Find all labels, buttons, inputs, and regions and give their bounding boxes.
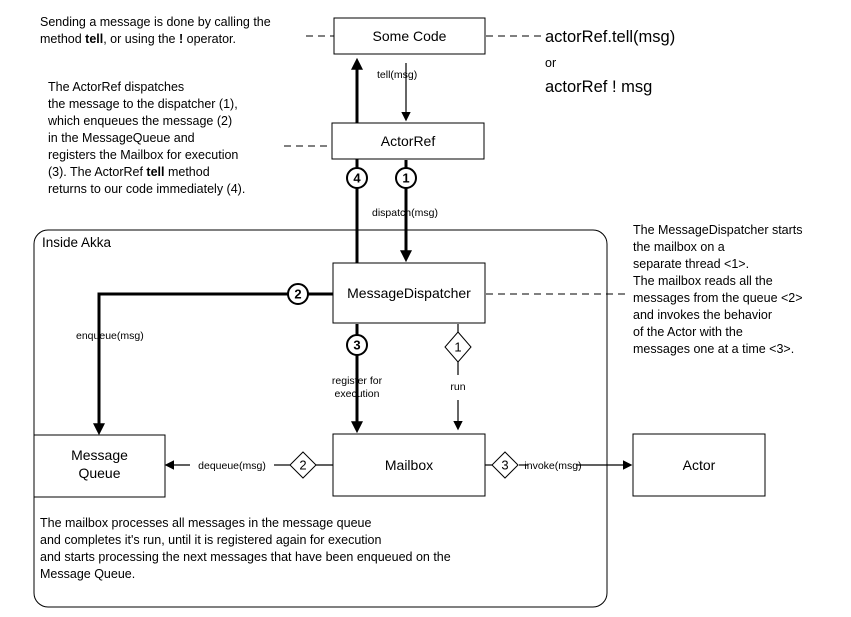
edge-label-invoke: invoke(msg) [524, 460, 581, 472]
edge-label-dispatch: dispatch(msg) [372, 207, 438, 219]
diamond-marker-2: 2 [289, 451, 317, 479]
diamond-marker-3: 3 [491, 451, 519, 479]
note-mailbox: The mailbox processes all messages in th… [40, 516, 451, 581]
svg-text:returns to our code immediatel: returns to our code immediately (4). [48, 182, 245, 196]
svg-text:and starts processing the next: and starts processing the next messages … [40, 550, 451, 564]
arrow-enqueue [93, 292, 333, 436]
svg-text:the mailbox on a: the mailbox on a [633, 240, 725, 254]
svg-text:method tell, or using the ! op: method tell, or using the ! operator. [40, 32, 236, 46]
edge-label-register-line1: register for [332, 375, 383, 387]
some-code-box: Some Code [333, 17, 486, 55]
actor-box: Actor [632, 433, 766, 497]
code-bang: actorRef ! msg [545, 78, 652, 96]
svg-text:which enqueues the message (2): which enqueues the message (2) [47, 114, 232, 128]
svg-text:2: 2 [299, 458, 306, 473]
message-queue-label-line2: Queue [78, 465, 120, 481]
message-queue-label-line1: Message [71, 447, 128, 463]
diamond-marker-1: 1 [444, 331, 472, 363]
edge-label-dequeue: dequeue(msg) [198, 460, 266, 472]
circle-marker-3: 3 [346, 334, 368, 356]
svg-text:(3). The ActorRef tell method: (3). The ActorRef tell method [48, 165, 210, 179]
circle-marker-4: 4 [346, 167, 368, 189]
svg-text:The ActorRef dispatches: The ActorRef dispatches [48, 80, 184, 94]
mailbox-label: Mailbox [385, 457, 433, 473]
some-code-label: Some Code [373, 28, 447, 44]
edge-label-enqueue: enqueue(msg) [76, 330, 144, 342]
svg-text:The mailbox processes all mess: The mailbox processes all messages in th… [40, 516, 371, 530]
message-queue-box: Message Queue [33, 434, 166, 498]
code-tell: actorRef.tell(msg) [545, 28, 675, 46]
svg-text:3: 3 [501, 458, 508, 473]
edge-label-tell: tell(msg) [377, 69, 417, 81]
svg-text:4: 4 [353, 171, 361, 186]
svg-text:the message to the dispatcher: the message to the dispatcher (1), [48, 97, 238, 111]
note-actorref: The ActorRef dispatches the message to t… [47, 80, 245, 196]
svg-text:messages one at a time <3>.: messages one at a time <3>. [633, 342, 794, 356]
actor-ref-box: ActorRef [331, 122, 485, 160]
actor-label: Actor [683, 457, 716, 473]
svg-text:The MessageDispatcher starts: The MessageDispatcher starts [633, 223, 803, 237]
svg-text:messages from the queue <2>: messages from the queue <2> [633, 291, 803, 305]
message-dispatcher-label: MessageDispatcher [347, 285, 471, 301]
code-or: or [545, 56, 556, 70]
svg-text:1: 1 [402, 171, 409, 186]
svg-text:in the MessageQueue and: in the MessageQueue and [48, 131, 195, 145]
edge-label-register-line2: execution [335, 388, 380, 400]
svg-text:2: 2 [294, 287, 301, 302]
circle-marker-2: 2 [287, 283, 309, 305]
svg-text:1: 1 [454, 340, 461, 355]
actor-ref-label: ActorRef [381, 133, 436, 149]
inside-akka-label: Inside Akka [42, 235, 112, 250]
inside-akka-region [33, 229, 608, 608]
mailbox-box: Mailbox [332, 433, 486, 497]
svg-text:Message Queue.: Message Queue. [40, 567, 135, 581]
svg-text:3: 3 [353, 338, 360, 353]
note-sending: Sending a message is done by calling the… [40, 15, 271, 46]
svg-text:registers the Mailbox for exec: registers the Mailbox for execution [48, 148, 238, 162]
svg-text:Sending a message is done by c: Sending a message is done by calling the [40, 15, 271, 29]
note-dispatcher: The MessageDispatcher starts the mailbox… [633, 223, 803, 356]
svg-text:and invokes the behavior: and invokes the behavior [633, 308, 772, 322]
svg-text:separate thread <1>.: separate thread <1>. [633, 257, 749, 271]
message-dispatcher-box: MessageDispatcher [332, 262, 486, 324]
svg-text:of the Actor with the: of the Actor with the [633, 325, 743, 339]
svg-text:The mailbox reads all the: The mailbox reads all the [633, 274, 773, 288]
circle-marker-1: 1 [395, 167, 417, 189]
edge-label-run: run [450, 381, 465, 393]
svg-text:and completes it's run, until: and completes it's run, until it is regi… [40, 533, 382, 547]
